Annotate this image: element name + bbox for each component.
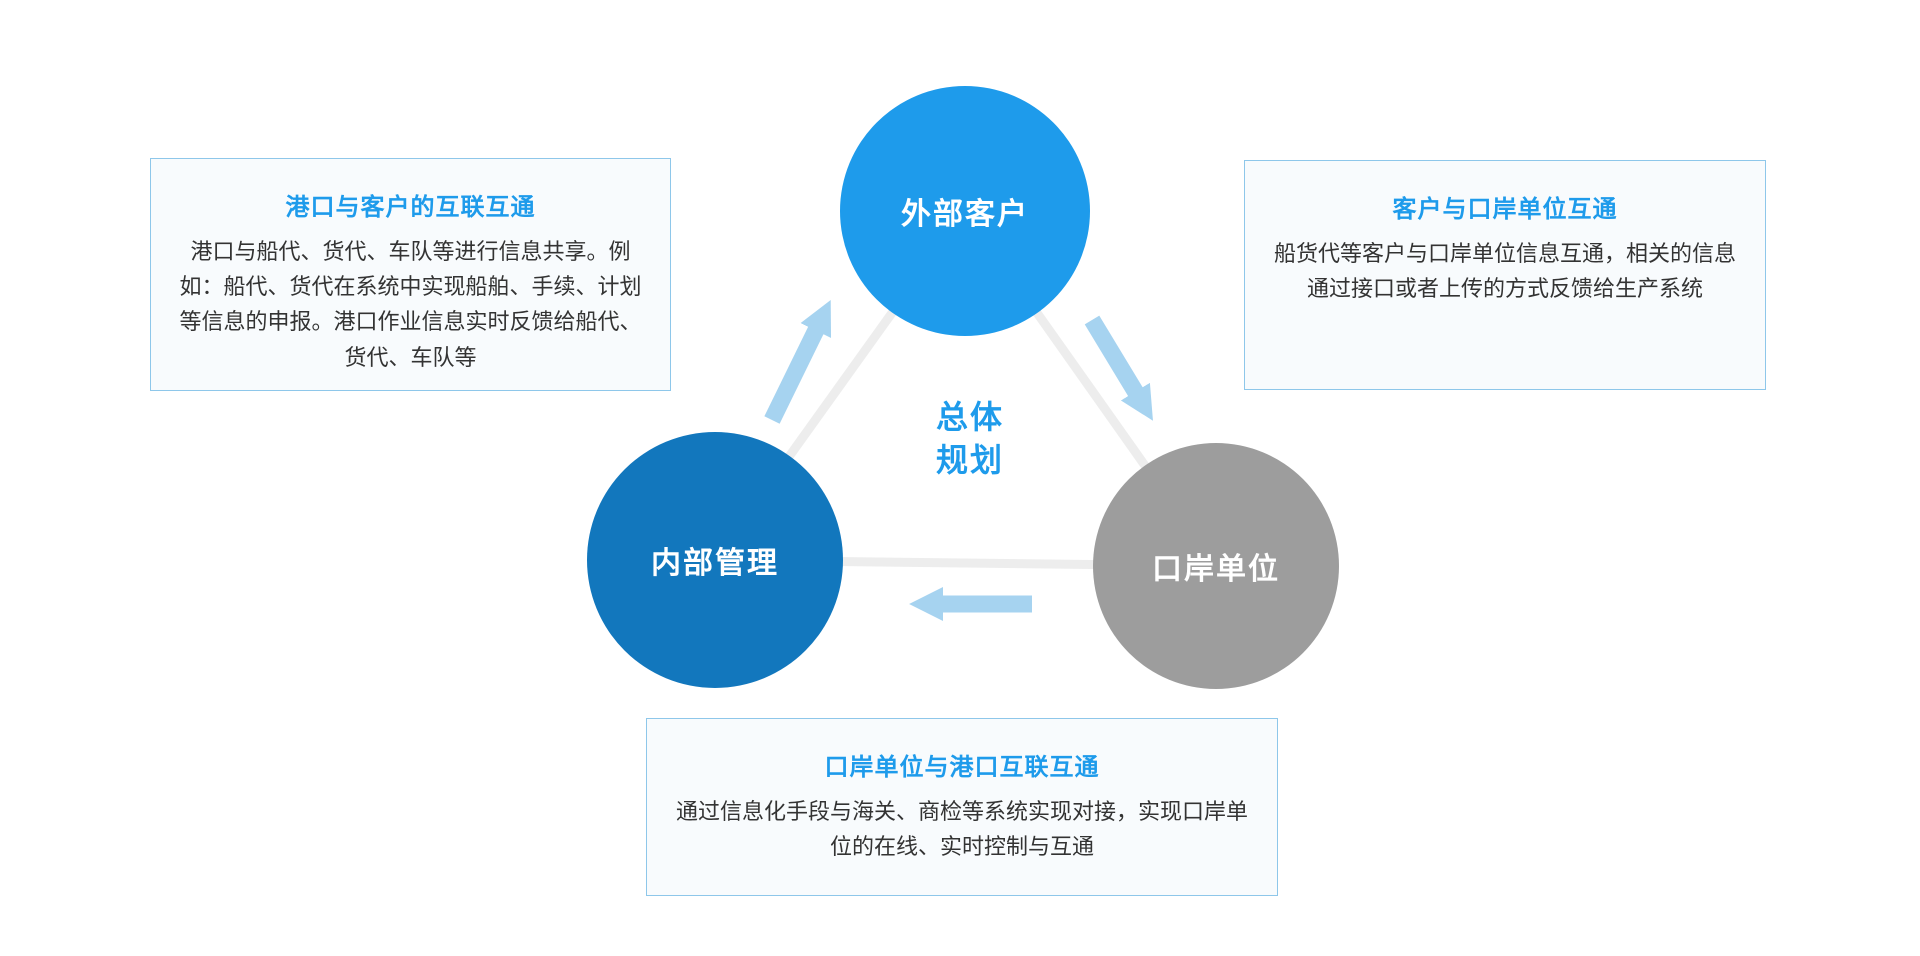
info-box-portunit-port: 口岸单位与港口互联互通 通过信息化手段与海关、商检等系统实现对接，实现口岸单位的… — [646, 718, 1278, 896]
info-box-port-customer-body: 港口与船代、货代、车队等进行信息共享。例如：船代、货代在系统中实现船舶、手续、计… — [179, 239, 642, 370]
node-external-customers-label: 外部客户 — [901, 198, 1029, 231]
node-internal-management: 内部管理 — [587, 432, 843, 688]
info-box-customer-portunit: 客户与口岸单位互通 船货代等客户与口岸单位信息互通，相关的信息通过接口或者上传的… — [1244, 160, 1766, 390]
info-box-customer-portunit-title: 客户与口岸单位互通 — [1392, 196, 1618, 223]
arrow-external-to-port-icon — [1084, 315, 1153, 421]
node-port-units: 口岸单位 — [1093, 443, 1339, 689]
arrow-internal-to-external-icon — [764, 300, 832, 424]
info-box-customer-portunit-body: 船货代等客户与口岸单位信息互通，相关的信息通过接口或者上传的方式反馈给生产系统 — [1273, 241, 1736, 302]
node-internal-management-label: 内部管理 — [651, 547, 779, 580]
info-box-portunit-port-body: 通过信息化手段与海关、商检等系统实现对接，实现口岸单位的在线、实时控制与互通 — [675, 799, 1248, 860]
node-external-customers: 外部客户 — [840, 86, 1090, 336]
info-box-portunit-port-title: 口岸单位与港口互联互通 — [824, 754, 1100, 781]
node-port-units-label: 口岸单位 — [1152, 553, 1280, 586]
center-title: 总体 规划 — [935, 399, 1004, 479]
info-box-port-customer-title: 港口与客户的互联互通 — [285, 194, 536, 221]
info-box-port-customer: 港口与客户的互联互通 港口与船代、货代、车队等进行信息共享。例如：船代、货代在系… — [150, 158, 671, 391]
